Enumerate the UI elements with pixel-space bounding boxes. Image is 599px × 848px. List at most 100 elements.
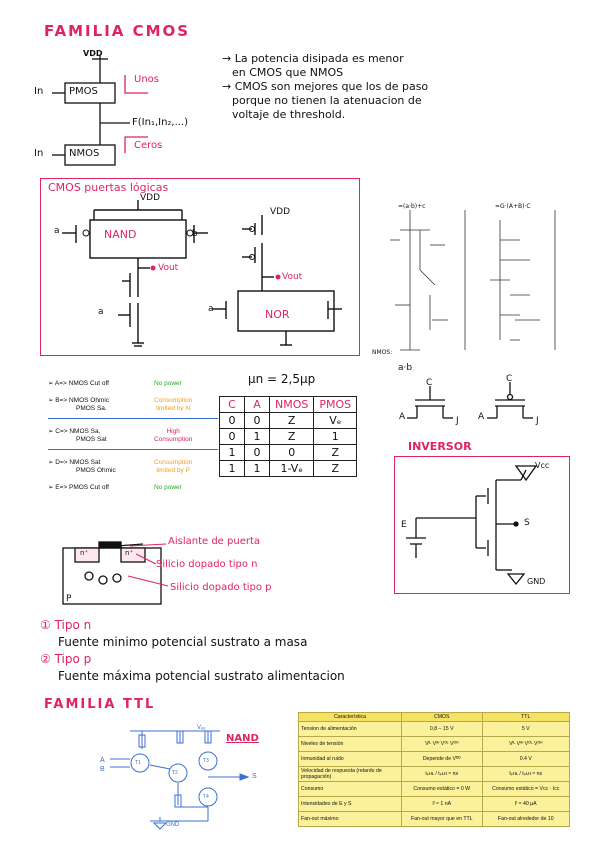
function-label: F(In₁,In₂,...): [132, 117, 189, 128]
mosfet-pointers: [127, 543, 169, 587]
mosfet-p: P: [66, 594, 72, 604]
region-state-line: ➢ C=> NMOS Sa.: [48, 428, 101, 435]
region-result-line: No power: [154, 484, 182, 491]
ref-left-title: =(a·b)+c: [398, 203, 426, 210]
passgate-a1: A: [399, 412, 406, 422]
region-list: ➢ A=> NMOS Cut off No power ➢ B=> NMOS Ohm…: [48, 380, 218, 492]
mosfet-cross-section: [62, 541, 162, 605]
nand-input-b: b: [192, 229, 198, 239]
comparison-cell: Iᴵ ≈ 40 μA: [481, 796, 571, 812]
truth-table-cell: 1: [219, 460, 245, 477]
mosfet-types: ① Tipo n Fuente minimo potencial sustrat…: [40, 617, 345, 685]
passgate-c2: C: [506, 374, 513, 384]
region-item: ➢ E=> PMOS Cut off No power: [48, 484, 218, 492]
mosfet-tipo-p: Silicio dopado tipo p: [170, 582, 272, 593]
cmos-gates-box: [40, 178, 360, 356]
truth-table-cell: 0: [244, 444, 270, 461]
truth-table-header: NMOS: [268, 396, 315, 413]
inverter-schematic: [406, 465, 538, 586]
ref-right-title: =G·(A+B)·C: [495, 203, 531, 210]
region-result-line: limited by N: [156, 405, 191, 412]
truth-table-header: A: [244, 396, 270, 413]
comparison-cell: Vᴵᴸ Vᴵᴴ Vᴼᴸ Vᴼᴴ: [481, 736, 571, 752]
mosfet-tipo-n: Silicio dopado tipo n: [156, 559, 258, 570]
inverter-title: INVERSOR: [408, 440, 472, 453]
nand-nor-schematics: [62, 200, 342, 347]
nand-input-a-low: a: [98, 307, 104, 317]
comparison-cell: 5 V: [481, 721, 571, 737]
section-title-cmos: FAMILIA CMOS: [44, 22, 191, 40]
ttl-gnd: GND: [166, 822, 180, 828]
region-result-line: Consumption: [154, 397, 193, 404]
note2-line1: → CMOS son mejores que los de paso: [222, 80, 429, 93]
nand-vout-label: Vout: [158, 263, 179, 273]
ttl-vcc: Vₑₑ: [197, 725, 206, 731]
region-item: ➢ A=> NMOS Cut off No power: [48, 380, 218, 388]
region-state: ➢ A=> NMOS Cut off: [48, 380, 148, 388]
section-title-ttl: FAMILIA TTL: [44, 697, 156, 712]
ttl-s: S: [252, 773, 257, 780]
truth-table-cell: 1: [219, 444, 245, 461]
region-state: ➢ E=> PMOS Cut off: [48, 484, 148, 492]
type-p-label: ② Tipo p: [40, 652, 92, 666]
truth-table-header: C: [219, 396, 245, 413]
region-state-line: PMOS Ohmic: [76, 467, 116, 474]
comparison-cell: Fan-out máximo: [298, 811, 402, 827]
region-result-line: Consumption: [154, 436, 193, 443]
nor-vdd-label: VDD: [270, 207, 291, 217]
region-state: ➢ C=> NMOS Sa.PMOS Sat: [48, 428, 148, 444]
pmos-box-label: PMOS: [69, 86, 98, 97]
cmos-notes: → La potencia disipada es menor en CMOS …: [222, 52, 428, 122]
truth-table-header: PMOS: [313, 396, 358, 413]
ttl-nand-label: NAND: [226, 733, 259, 744]
comparison-cell: Velocidad de respuesta (retardo de propa…: [298, 766, 402, 782]
ttl-t1: T1: [135, 760, 141, 766]
truth-table-cell: 1-Vₑ: [268, 460, 315, 477]
comparison-header: TTL: [481, 712, 571, 722]
comparison-cell: 0.4 V: [481, 751, 571, 767]
passgate-c1: C: [426, 378, 433, 388]
region-state-line: ➢ A=> NMOS Cut off: [48, 380, 109, 387]
nand-vdd-label: VDD: [140, 193, 161, 203]
region-result-line: High: [166, 428, 180, 435]
note2-line2: porque no tienen la atenuacion de: [232, 94, 422, 107]
ref-nmos-label: NMOS:: [372, 349, 393, 356]
unos-label: Unos: [134, 74, 159, 85]
comparison-cell: Consumo: [298, 781, 402, 797]
region-state-line: ➢ B=> NMOS Ohmic: [48, 397, 110, 404]
comparison-cell: Consumo estático = Vᴄᴄ · Iᴄᴄ: [481, 781, 571, 797]
operating-regions-list: ➢ A=> NMOS Cut off No power ➢ B=> NMOS Ohm…: [48, 380, 218, 501]
truth-table-cell: 1: [244, 460, 270, 477]
nand-label: NAND: [104, 228, 137, 241]
region-result-line: Consumption: [154, 459, 193, 466]
inverter-e: E: [401, 520, 407, 530]
type-p-desc: Fuente máxima potencial sustrato aliment…: [58, 669, 345, 683]
truth-table-cell: 0: [219, 412, 245, 429]
truth-table-cell: Vₑ: [313, 412, 358, 429]
inverter-box: [394, 456, 570, 594]
region-state-line: ➢ E=> PMOS Cut off: [48, 484, 109, 491]
ceros-label: Ceros: [134, 140, 163, 151]
region-result: No power: [154, 380, 182, 388]
comparison-cell: Vᴵᴸ Vᴵᴴ Vᴼᴸ Vᴼᴴ: [400, 736, 483, 752]
comparison-cell: Fan-out mayor que en TTL: [400, 811, 483, 827]
ttl-a: A: [100, 757, 105, 764]
region-state-line: PMOS Sa.: [76, 405, 107, 412]
nor-input-a: a: [208, 304, 214, 314]
inverter-gnd: GND: [527, 577, 546, 586]
mosfet-n1: n⁺: [80, 549, 89, 557]
pass-gate-symbols: [407, 382, 533, 419]
comparison-cell: Consumo estático = 0 W: [400, 781, 483, 797]
ref-ab-label: a·b: [398, 363, 413, 373]
comparison-cell: 0,8 – 15 V: [400, 721, 483, 737]
